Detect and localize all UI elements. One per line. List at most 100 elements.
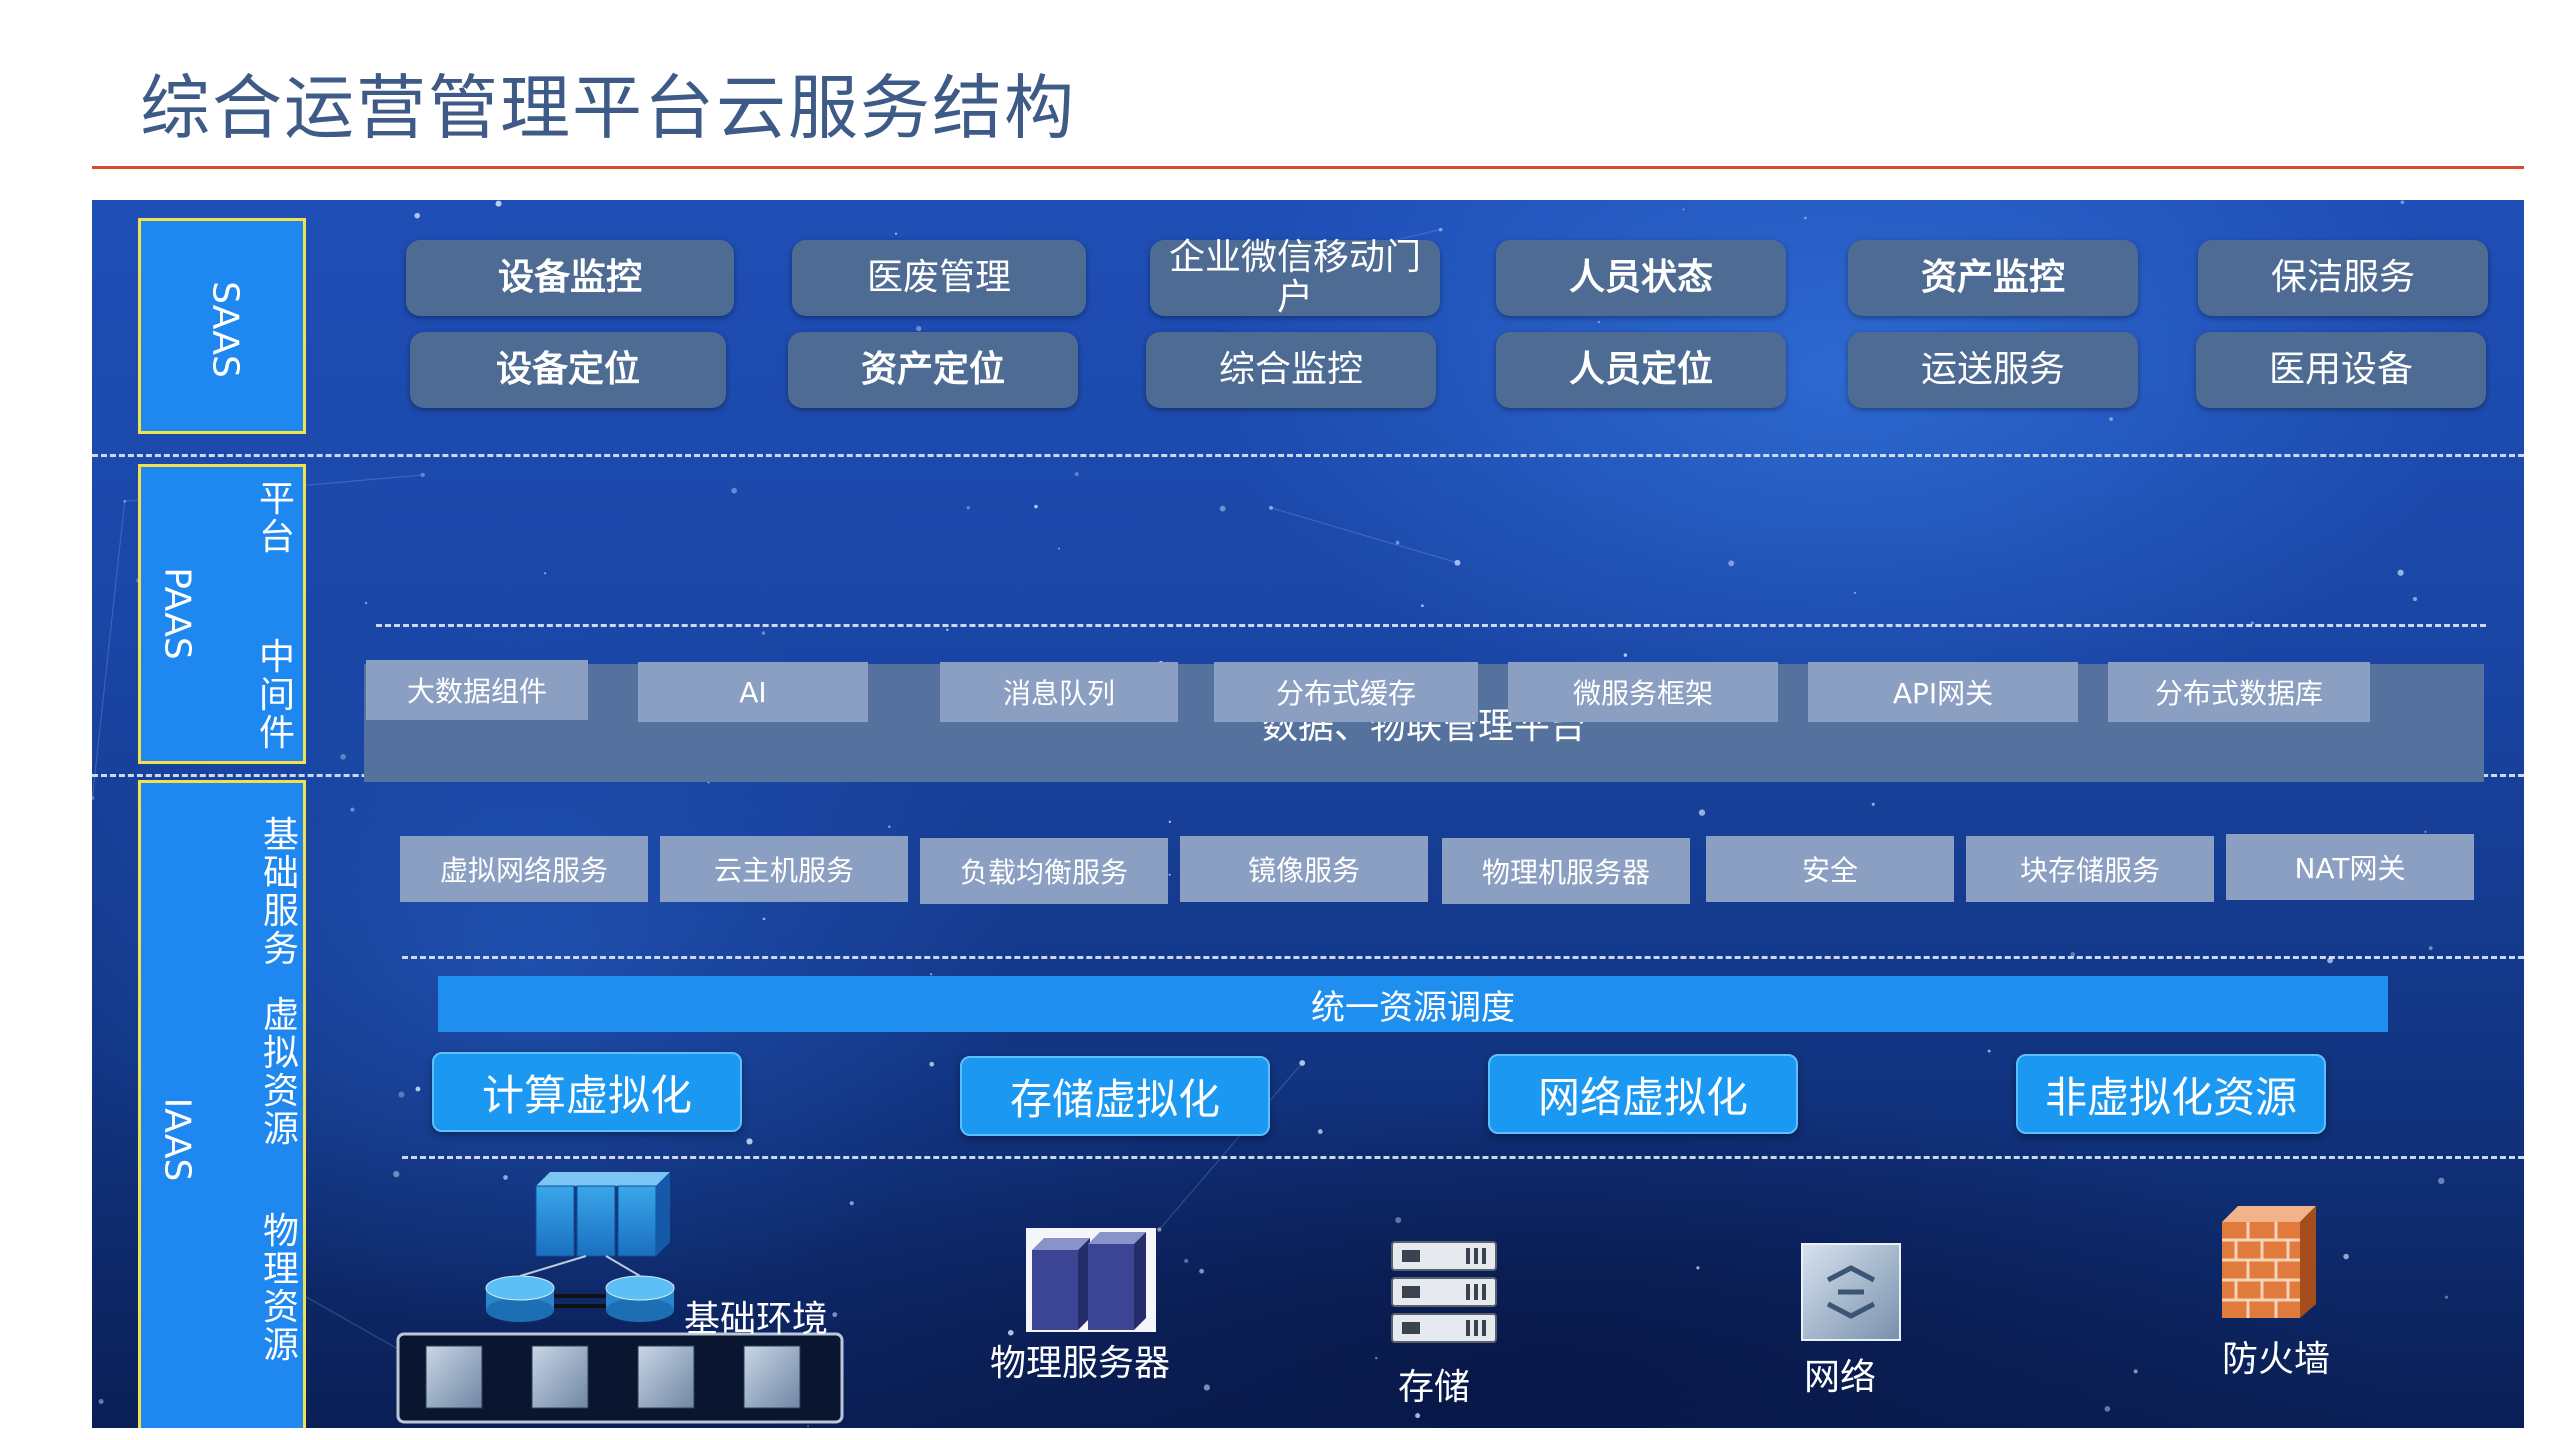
star-dot: [946, 628, 949, 632]
star-dot: [340, 754, 346, 760]
star-dot: [1987, 1049, 1991, 1053]
star-dot: [832, 1312, 838, 1318]
star-dot: [1157, 1227, 1162, 1232]
star-dot: [415, 1086, 421, 1092]
saas-service-3: 企业微信移动门户: [1150, 238, 1440, 318]
basic-service-2: 云主机服务: [660, 836, 908, 902]
star-dot: [2070, 952, 2076, 957]
star-dot: [2428, 946, 2433, 950]
star-dot: [762, 917, 766, 921]
middleware-item-6: API网关: [1808, 662, 2078, 722]
star-dot: [1871, 802, 1875, 806]
saas-service-2: 医废管理: [792, 240, 1086, 316]
middleware-item-4: 分布式缓存: [1214, 662, 1478, 722]
network-virtualization: 网络虚拟化: [1488, 1054, 1798, 1134]
basic-service-5: 物理机服务器: [1442, 838, 1690, 904]
physical-resources-sublabel: 物理资源: [262, 1211, 299, 1366]
network-label: 网络: [1804, 1357, 1877, 1398]
star-dot: [929, 972, 933, 976]
star-dot: [894, 232, 898, 235]
star-dot: [761, 631, 766, 635]
star-dot: [2444, 1295, 2449, 1299]
star-dot: [807, 1425, 810, 1428]
star-dot: [1057, 547, 1060, 550]
iaas-layer-label: IAAS: [156, 1097, 198, 1182]
base-environment-label: 基础环境: [684, 1299, 829, 1340]
star-dot: [1696, 1266, 1700, 1270]
star-dot: [1219, 505, 1226, 512]
saas-service-8: 资产定位: [788, 332, 1078, 408]
divider-basic-virtual: [402, 956, 2524, 959]
star-dot: [414, 212, 421, 219]
storage-label: 存储: [1398, 1367, 1471, 1408]
basic-service-3: 负载均衡服务: [920, 838, 1168, 904]
star-dot: [1454, 559, 1461, 566]
star-dot: [2412, 596, 2418, 602]
star-dot: [420, 472, 425, 477]
unified-resource-scheduling: 统一资源调度: [438, 976, 2388, 1032]
compute-virtualization: 计算虚拟化: [432, 1052, 742, 1132]
star-dot: [503, 1175, 508, 1180]
divider-virtual-physical: [402, 1156, 2524, 1159]
star-dot: [1168, 820, 1172, 824]
star-dot: [1074, 472, 1079, 477]
paas-layer-box: PAAS 平台 中间件: [138, 464, 306, 764]
star-dot: [495, 200, 502, 207]
saas-layer-label: SAAS: [204, 281, 246, 378]
saas-service-9: 综合监控: [1146, 332, 1436, 408]
network-line: [1158, 1062, 1303, 1230]
star-dot: [350, 807, 355, 812]
star-dot: [1034, 504, 1038, 509]
divider-saas-paas: [92, 454, 2524, 457]
star-dot: [849, 1201, 854, 1206]
star-dot: [1168, 873, 1171, 876]
saas-service-11: 运送服务: [1848, 332, 2138, 408]
middleware-item-7: 分布式数据库: [2108, 662, 2370, 722]
saas-service-12: 医用设备: [2196, 332, 2486, 408]
page-title: 综合运营管理平台云服务结构: [140, 67, 1076, 149]
network-switch-icon: [1801, 1243, 1901, 1341]
middleware-sublabel: 中间件: [258, 637, 295, 754]
star-dot: [1317, 1129, 1323, 1134]
base-environment-icon: [396, 1172, 844, 1424]
saas-layer-box: SAAS: [138, 218, 306, 434]
star-dot: [544, 572, 547, 575]
paas-layer-label: PAAS: [156, 567, 198, 660]
star-dot: [888, 825, 891, 828]
star-dot: [1804, 216, 1807, 220]
architecture-panel: SAAS PAAS 平台 中间件 IAAS 基础服务 虚拟资源 物理资源 设备监…: [92, 200, 2524, 1428]
star-dot: [1597, 320, 1601, 324]
storage-virtualization: 存储虚拟化: [960, 1056, 1270, 1136]
star-dot: [966, 506, 970, 510]
star-dot: [1375, 1356, 1378, 1360]
star-dot: [2250, 621, 2254, 625]
non-virtualized-resources: 非虚拟化资源: [2016, 1054, 2326, 1134]
network-line: [92, 501, 126, 799]
star-dot: [1438, 227, 1443, 232]
divider-platform-middleware: [376, 624, 2486, 627]
basic-service-8: NAT网关: [2226, 834, 2474, 900]
star-dot: [1203, 1384, 1211, 1391]
saas-service-5: 资产监控: [1848, 240, 2138, 316]
star-dot: [98, 1399, 104, 1405]
star-dot: [364, 601, 368, 605]
star-dot: [2104, 1406, 2111, 1412]
star-dot: [123, 499, 126, 503]
star-dot: [1199, 1268, 1205, 1274]
star-dot: [2424, 830, 2427, 833]
star-dot: [2246, 1362, 2251, 1367]
star-dot: [731, 487, 737, 494]
star-dot: [2133, 1369, 2138, 1374]
physical-server-label: 物理服务器: [990, 1343, 1171, 1384]
star-dot: [746, 1138, 753, 1145]
basic-services-sublabel: 基础服务: [262, 815, 299, 970]
basic-service-1: 虚拟网络服务: [400, 836, 648, 902]
star-dot: [2400, 200, 2405, 205]
firewall-icon: [2222, 1206, 2316, 1318]
star-dot: [2343, 1253, 2349, 1260]
saas-service-4: 人员状态: [1496, 240, 1786, 316]
storage-icon: [1391, 1241, 1497, 1343]
star-dot: [929, 1061, 935, 1067]
star-dot: [2438, 1177, 2445, 1185]
star-dot: [1698, 809, 1706, 816]
